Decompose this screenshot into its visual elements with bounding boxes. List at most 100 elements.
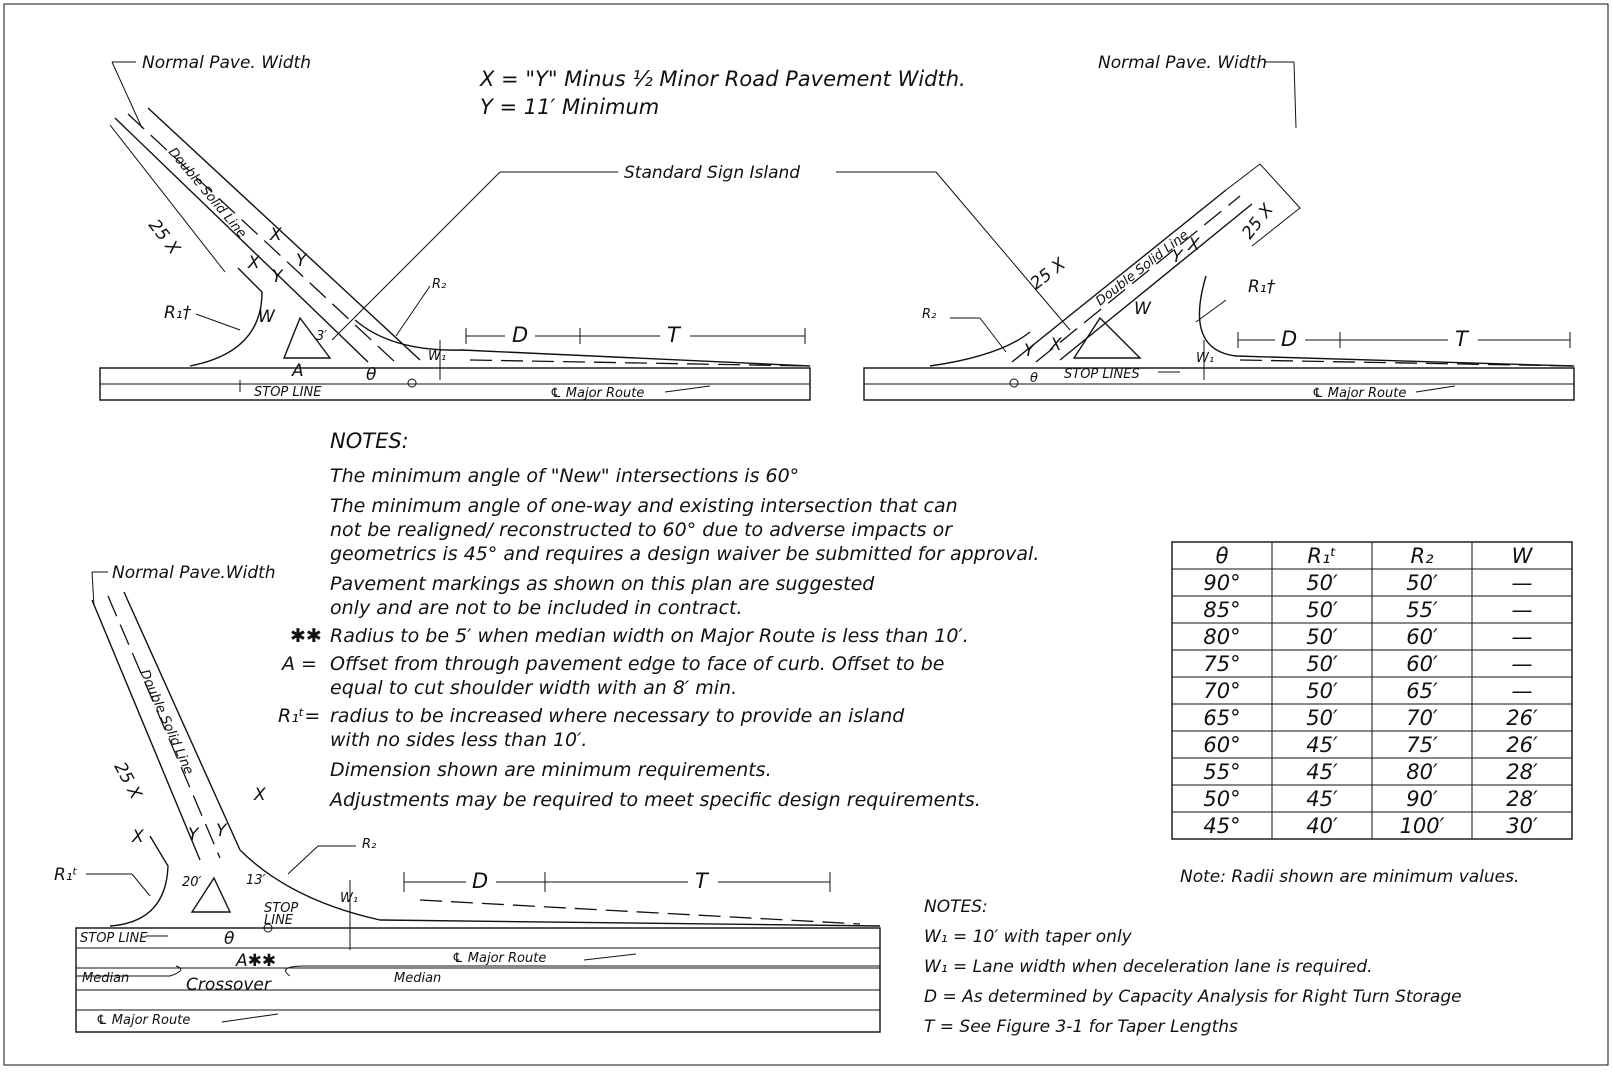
a-label: A	[291, 361, 304, 381]
dim-x-5: X	[253, 785, 266, 805]
diagram-bottom-left: Median Crossover Median ℄ Major Route ℄ …	[54, 563, 881, 1033]
dim-y: Y	[272, 267, 284, 287]
dim-x-3: X	[1049, 335, 1062, 355]
dim-25x-3: 25 X	[1238, 200, 1278, 243]
normal-pave-width-label-3: Normal Pave.Width	[112, 563, 276, 583]
table-cell: 85°	[1203, 598, 1240, 622]
note-line-8: Offset from through pavement edge to fac…	[330, 653, 944, 675]
dim-25x-4: 25 X	[110, 759, 146, 803]
table-cell: 70′	[1406, 706, 1438, 730]
table-cell: 65°	[1203, 706, 1240, 730]
dim-y-5: Y	[216, 821, 228, 841]
curb-return-right-3	[239, 849, 881, 927]
w1-label-3: W₁	[340, 891, 358, 906]
y-definition: Y = 11′ Minimum	[480, 95, 659, 119]
table-cell: 30′	[1506, 814, 1538, 838]
dim-d: D	[512, 323, 528, 347]
note-line-2: The minimum angle of one-way and existin…	[330, 495, 958, 517]
table-cell: 26′	[1506, 706, 1538, 730]
dim-w: W	[258, 307, 276, 327]
table-cell: 45°	[1203, 814, 1240, 838]
table-header: W	[1512, 544, 1534, 568]
r2-label-3: R₂	[362, 837, 376, 852]
crossover-label: Crossover	[186, 975, 272, 995]
median-label-right: Median	[394, 971, 441, 986]
note-line-13: Adjustments may be required to meet spec…	[328, 789, 981, 811]
r1-label-2: R₁†	[1248, 277, 1276, 297]
table-cell: 100′	[1400, 814, 1445, 838]
note2-line-1: W₁ = 10′ with taper only	[924, 927, 1133, 947]
table-cell: 90°	[1203, 571, 1240, 595]
double-solid-line-label-2: Double Solid Line	[1093, 228, 1191, 309]
table-cell: 70°	[1203, 679, 1240, 703]
note-line-9: equal to cut shoulder width with an 8′ m…	[330, 677, 737, 699]
dim-x: X	[269, 225, 282, 245]
w1-label: W₁	[428, 349, 446, 364]
table-header: θ	[1216, 544, 1229, 568]
sign-island-2	[1072, 316, 1142, 359]
table-cell: 75°	[1203, 652, 1240, 676]
note-line-12: Dimension shown are minimum requirements…	[330, 759, 772, 781]
table-cell: —	[1512, 679, 1533, 703]
dim-y-2: Y	[1172, 247, 1184, 267]
dim-d-3: D	[472, 869, 488, 893]
curb-return-left-3	[109, 835, 169, 927]
dim-y-3: Y	[1024, 341, 1036, 361]
median-label-left: Median	[82, 971, 129, 986]
dim-13: 13′	[246, 873, 266, 888]
major-route-label: ℄ Major Route	[550, 386, 644, 401]
dim-25x-2: 25 X	[1027, 254, 1070, 294]
standard-sign-island-label: Standard Sign Island	[624, 163, 800, 183]
dim-20: 20′	[182, 875, 202, 890]
r2-label: R₂	[432, 277, 446, 292]
note-prefix-a: A =	[280, 653, 317, 675]
normal-pave-width-label-2: Normal Pave. Width	[1098, 53, 1267, 73]
major-route-label-2: ℄ Major Route	[1312, 386, 1406, 401]
table-cell: 28′	[1506, 760, 1538, 784]
table-cell: 60′	[1406, 652, 1438, 676]
table-cell: 26′	[1506, 733, 1538, 757]
table-cell: 50′	[1306, 679, 1338, 703]
note-line-11: with no sides less than 10′.	[330, 729, 587, 751]
note-prefix-stars: ✱✱	[290, 625, 322, 647]
table-cell: 50′	[1306, 652, 1338, 676]
double-solid-line-label: Double Solid Line	[165, 145, 249, 241]
dim-t-3: T	[695, 869, 710, 893]
dim-25x: 25 X	[144, 216, 184, 259]
curb-return-right	[354, 319, 811, 367]
curb-return-right-2	[1198, 275, 1575, 367]
theta-label: θ	[366, 365, 377, 385]
diagram-top-left: ℄ Major Route 25 X Double Solid Line X X…	[99, 53, 811, 401]
table-cell: 45′	[1306, 760, 1338, 784]
table-cell: —	[1512, 625, 1533, 649]
table-cell: 50′	[1406, 571, 1438, 595]
table-cell: 60°	[1203, 733, 1240, 757]
sign-island	[282, 316, 332, 359]
note-line-7: Radius to be 5′ when median width on Maj…	[330, 625, 969, 647]
note-line-5: Pavement markings as shown on this plan …	[330, 573, 875, 595]
note2-line-2: W₁ = Lane width when deceleration lane i…	[924, 957, 1373, 977]
dim-t: T	[667, 323, 682, 347]
table-cell: 45′	[1306, 733, 1338, 757]
dim-x-4: X	[131, 827, 144, 847]
r2-label-2: R₂	[922, 307, 936, 322]
major-route-label-3: ℄ Major Route	[452, 951, 546, 966]
theta-label-3: θ	[224, 929, 235, 949]
table-cell: 55′	[1406, 598, 1438, 622]
stop-line-label-3: STOP LINE	[80, 931, 148, 946]
dim-y2: Y	[296, 251, 308, 271]
table-cell: 60′	[1406, 625, 1438, 649]
note2-line-3: D = As determined by Capacity Analysis f…	[924, 987, 1462, 1007]
double-solid-line-label-3: Double Solid Line	[136, 668, 196, 777]
dim-3: 3′	[316, 329, 327, 344]
stop-small-label: STOP	[264, 901, 298, 916]
table-cell: —	[1512, 652, 1533, 676]
stop-lines-label: STOP LINES	[1064, 367, 1140, 382]
dim-x-2: X	[1187, 235, 1200, 255]
table-cell: 50′	[1306, 625, 1338, 649]
note-line-3: not be realigned/ reconstructed to 60° d…	[330, 519, 953, 541]
table-cell: 40′	[1306, 814, 1338, 838]
